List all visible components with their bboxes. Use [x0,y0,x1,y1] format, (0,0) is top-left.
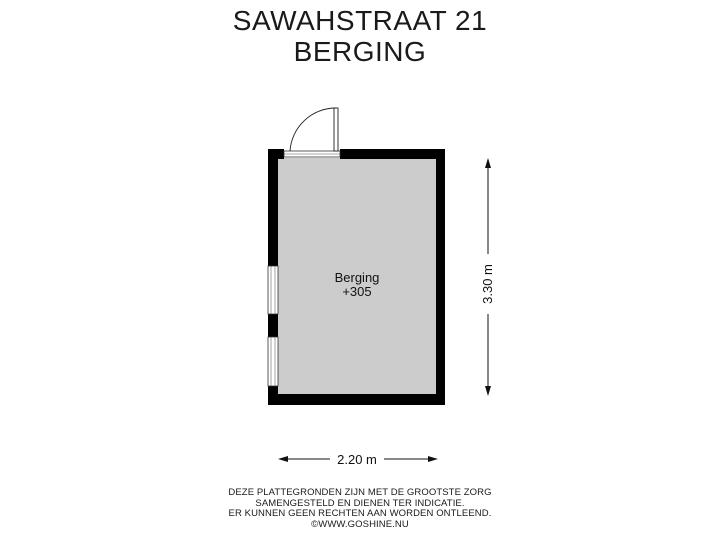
door-leaf [333,107,339,152]
wall-bottom [268,394,445,405]
window-upper [267,265,279,315]
height-dimension-label: 3.30 m [480,264,495,304]
disclaimer-line: ER KUNNEN GEEN RECHTEN AAN WORDEN ONTLEE… [228,508,492,519]
door [283,107,341,158]
wall-top [340,149,444,159]
wall-left-lower [268,386,278,405]
plan-title: SAWAHSTRAAT 21 BERGING [0,6,720,68]
room-level-label: +305 [342,284,371,299]
wall-right [436,149,445,405]
door-swing-arc [289,107,337,152]
width-dimension [278,456,438,462]
room-title: BERGING [293,36,427,67]
window-lower [267,336,279,387]
windows-left-wall [267,265,279,387]
room-floor [278,158,436,394]
disclaimer-line: SAMENGESTELD EN DIENEN TER INDICATIE. [255,497,465,509]
height-dimension [485,158,491,396]
width-dimension-label: 2.20 m [337,452,377,467]
walls [268,149,445,405]
disclaimer-line: DEZE PLATTEGRONDEN ZIJN MET DE GROOTSTE … [228,487,492,498]
copyright-line: ©WWW.GOSHINE.NU [311,518,409,530]
wall-left-upper [268,149,278,266]
disclaimer: DEZE PLATTEGRONDEN ZIJN MET DE GROOTSTE … [0,487,720,530]
address-title: SAWAHSTRAAT 21 [232,5,488,36]
wall-left-middle [268,314,278,337]
room-name-label: Berging [335,270,380,285]
